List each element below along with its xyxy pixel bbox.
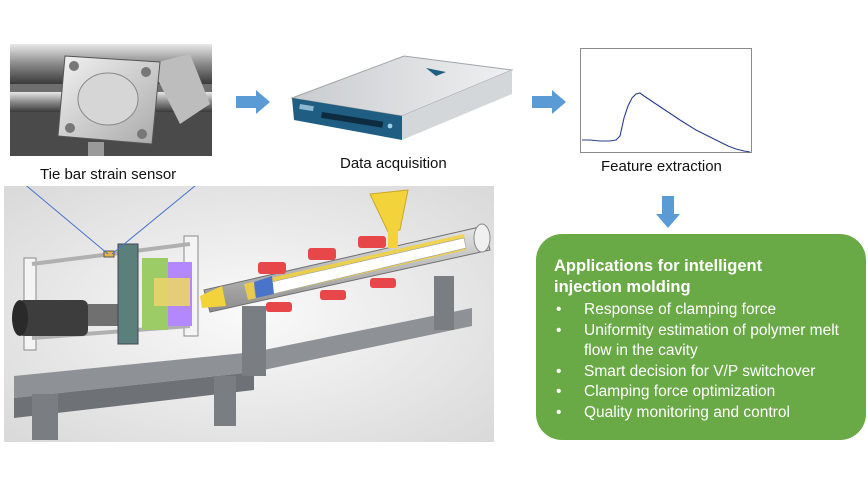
applications-title: Applications for intelligent injection m… <box>554 257 763 296</box>
right-arrow-icon <box>532 90 566 114</box>
list-item: Clamping force optimization <box>554 382 856 403</box>
daq-device-image <box>290 55 514 140</box>
down-arrow-icon <box>656 196 680 228</box>
applications-list: Response of clamping force Uniformity es… <box>554 300 856 423</box>
sensor-caption: Tie bar strain sensor <box>40 166 177 183</box>
injection-molding-machine-image <box>4 186 494 442</box>
signal-curve <box>582 92 751 153</box>
right-arrow-icon <box>236 90 270 114</box>
screw <box>253 237 467 299</box>
applications-panel: Applications for intelligent injection m… <box>536 234 866 440</box>
signal-plot <box>580 48 752 153</box>
strain-sensor-photo <box>10 44 212 156</box>
list-item: Response of clamping force <box>554 300 856 321</box>
list-item: Smart decision for V/P switchover <box>554 362 856 383</box>
daq-caption: Data acquisition <box>340 155 447 172</box>
list-item: Quality monitoring and control <box>554 403 856 424</box>
list-item: Uniformity estimation of polymer melt fl… <box>554 321 856 362</box>
feature-caption: Feature extraction <box>601 158 722 175</box>
